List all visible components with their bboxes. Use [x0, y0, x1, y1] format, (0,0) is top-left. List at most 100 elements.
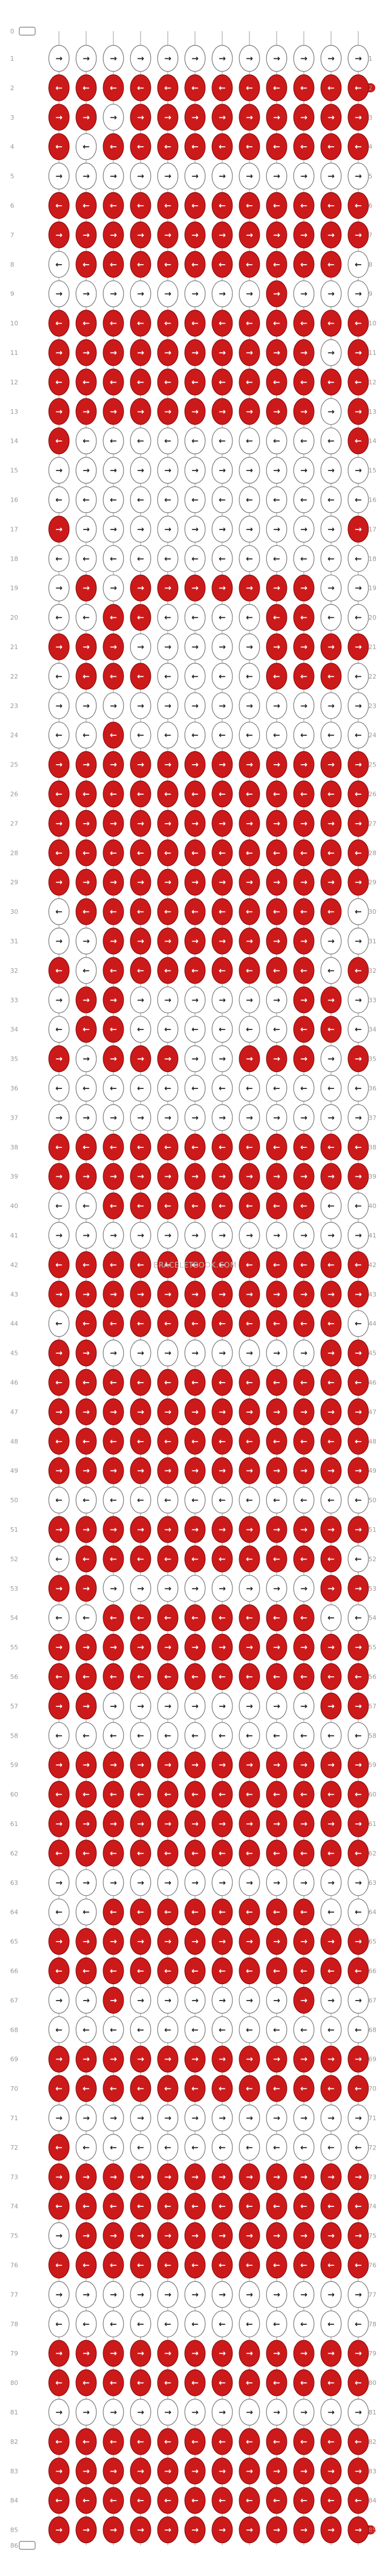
knot-arrow-left: ← [164, 2496, 172, 2506]
knot-red [347, 1751, 369, 1778]
knot-arrow-left: ← [328, 1848, 335, 1858]
knot-arrow-right: → [137, 289, 145, 299]
knot-white [157, 280, 179, 307]
knot-red [347, 1692, 369, 1719]
knot-white [293, 45, 315, 72]
knot-white [130, 2134, 151, 2161]
knot-arrow-left: ← [300, 83, 308, 93]
knot-arrow-left: ← [355, 1436, 362, 1446]
knot-arrow-left: ← [246, 1907, 253, 1917]
knot-arrow-left: ← [300, 1789, 308, 1799]
knot-arrow-left: ← [355, 1319, 362, 1329]
knot-arrow-left: ← [219, 1848, 226, 1858]
knot-arrow-left: ← [56, 201, 63, 211]
row-label-right: 61 [368, 1820, 376, 1828]
knot-white [48, 1310, 70, 1337]
knot-red [239, 1899, 260, 1926]
knot-arrow-left: ← [328, 2378, 335, 2388]
knot-arrow-left: ← [192, 2496, 199, 2506]
knot-arrow-left: ← [219, 495, 226, 505]
knot-arrow-right: → [192, 2348, 199, 2358]
knot-arrow-right: → [273, 171, 281, 181]
knot-row: →→→→→→→→→→→→ [48, 1104, 369, 1132]
knot-white [130, 722, 151, 749]
knot-arrow-left: ← [219, 1436, 226, 1446]
knot-white [75, 280, 97, 307]
knot-red [184, 221, 206, 248]
knot-red [293, 868, 315, 896]
knot-arrow-left: ← [164, 2201, 172, 2211]
knot-arrow-right: → [56, 877, 63, 887]
row-label-left: 31 [10, 938, 18, 945]
knot-arrow-right: → [300, 1348, 308, 1358]
knot-white [239, 663, 260, 690]
knot-red [347, 1340, 369, 1367]
knot-arrow-left: ← [355, 259, 362, 269]
knot-arrow-right: → [273, 1289, 281, 1299]
knot-red [130, 810, 151, 837]
knot-red [75, 2193, 97, 2220]
knot-red [48, 368, 70, 396]
knot-arrow-right: → [110, 2231, 117, 2241]
row-label-right: 43 [368, 1291, 376, 1298]
row-label-right: 9 [368, 290, 372, 298]
knot-red [347, 1663, 369, 1690]
row-label-left: 36 [10, 1085, 18, 1092]
knot-white [75, 427, 97, 455]
knot-arrow-left: ← [355, 1613, 362, 1623]
knot-white [211, 1340, 233, 1367]
knot-arrow-left: ← [164, 1142, 172, 1152]
knot-arrow-left: ← [56, 259, 63, 269]
knot-arrow-left: ← [56, 789, 63, 799]
knot-red [211, 2340, 233, 2367]
knot-white [184, 1486, 206, 1514]
knot-red [48, 192, 70, 219]
knot-arrow-right: → [164, 1524, 172, 1535]
knot-white [239, 1869, 260, 1896]
knot-red [239, 1457, 260, 1484]
knot-red [103, 251, 124, 278]
knot-white [211, 1222, 233, 1249]
knot-arrow-left: ← [246, 612, 253, 622]
knot-arrow-left: ← [110, 142, 117, 152]
knot-white [130, 692, 151, 719]
knot-red [48, 133, 70, 160]
knot-arrow-right: → [192, 1937, 199, 1947]
knot-arrow-left: ← [137, 965, 145, 976]
knot-arrow-right: → [355, 1701, 362, 1711]
knot-arrow-left: ← [192, 1554, 199, 1564]
knot-arrow-right: → [328, 818, 335, 828]
knot-arrow-left: ← [273, 1613, 281, 1623]
knot-white [239, 986, 260, 1014]
knot-red [75, 368, 97, 396]
knot-red [130, 780, 151, 808]
knot-red [266, 1427, 287, 1455]
knot-red [320, 1133, 342, 1160]
row-label-left: 82 [10, 2438, 18, 2446]
knot-red [239, 1634, 260, 1661]
knot-arrow-right: → [164, 1171, 172, 1181]
knot-arrow-right: → [273, 406, 281, 417]
knot-arrow-right: → [355, 818, 362, 828]
knot-red [157, 104, 179, 131]
knot-white [293, 1104, 315, 1132]
knot-red [48, 751, 70, 778]
knot-arrow-right: → [110, 1112, 117, 1122]
knot-arrow-right: → [164, 2407, 172, 2417]
knot-arrow-right: → [137, 936, 145, 946]
knot-white [239, 163, 260, 190]
knot-white [103, 427, 124, 455]
knot-red [184, 1516, 206, 1543]
knot-arrow-right: → [273, 1524, 281, 1535]
knot-arrow-left: ← [164, 1260, 172, 1270]
knot-red [130, 1457, 151, 1484]
knot-white [184, 2310, 206, 2337]
knot-red [347, 839, 369, 866]
knot-red [293, 1957, 315, 1985]
knot-red [103, 839, 124, 866]
knot-red [48, 1045, 70, 1073]
knot-arrow-right: → [83, 2407, 90, 2417]
row-label-left: 56 [10, 1673, 18, 1681]
knot-white [184, 1016, 206, 1043]
knot-arrow-left: ← [246, 1436, 253, 1446]
